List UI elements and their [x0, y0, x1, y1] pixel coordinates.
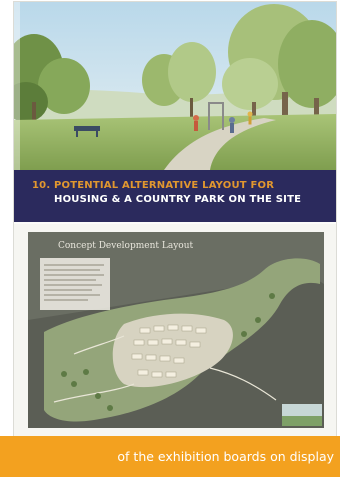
exhibition-board: 10. POTENTIAL ALTERNATIVE LAYOUT FOR HOU…	[14, 2, 336, 436]
image-caption: of the exhibition boards on display	[117, 449, 334, 464]
park-illustration	[14, 2, 336, 170]
plan-title: Concept Development Layout	[58, 241, 194, 251]
caption-bar	[0, 436, 340, 477]
board-title-line2: HOUSING & A COUNTRY PARK ON THE SITE	[54, 194, 302, 205]
site-plan-map	[14, 224, 336, 436]
title-banner	[14, 170, 336, 222]
board-title-line1: 10. POTENTIAL ALTERNATIVE LAYOUT FOR	[32, 180, 275, 191]
